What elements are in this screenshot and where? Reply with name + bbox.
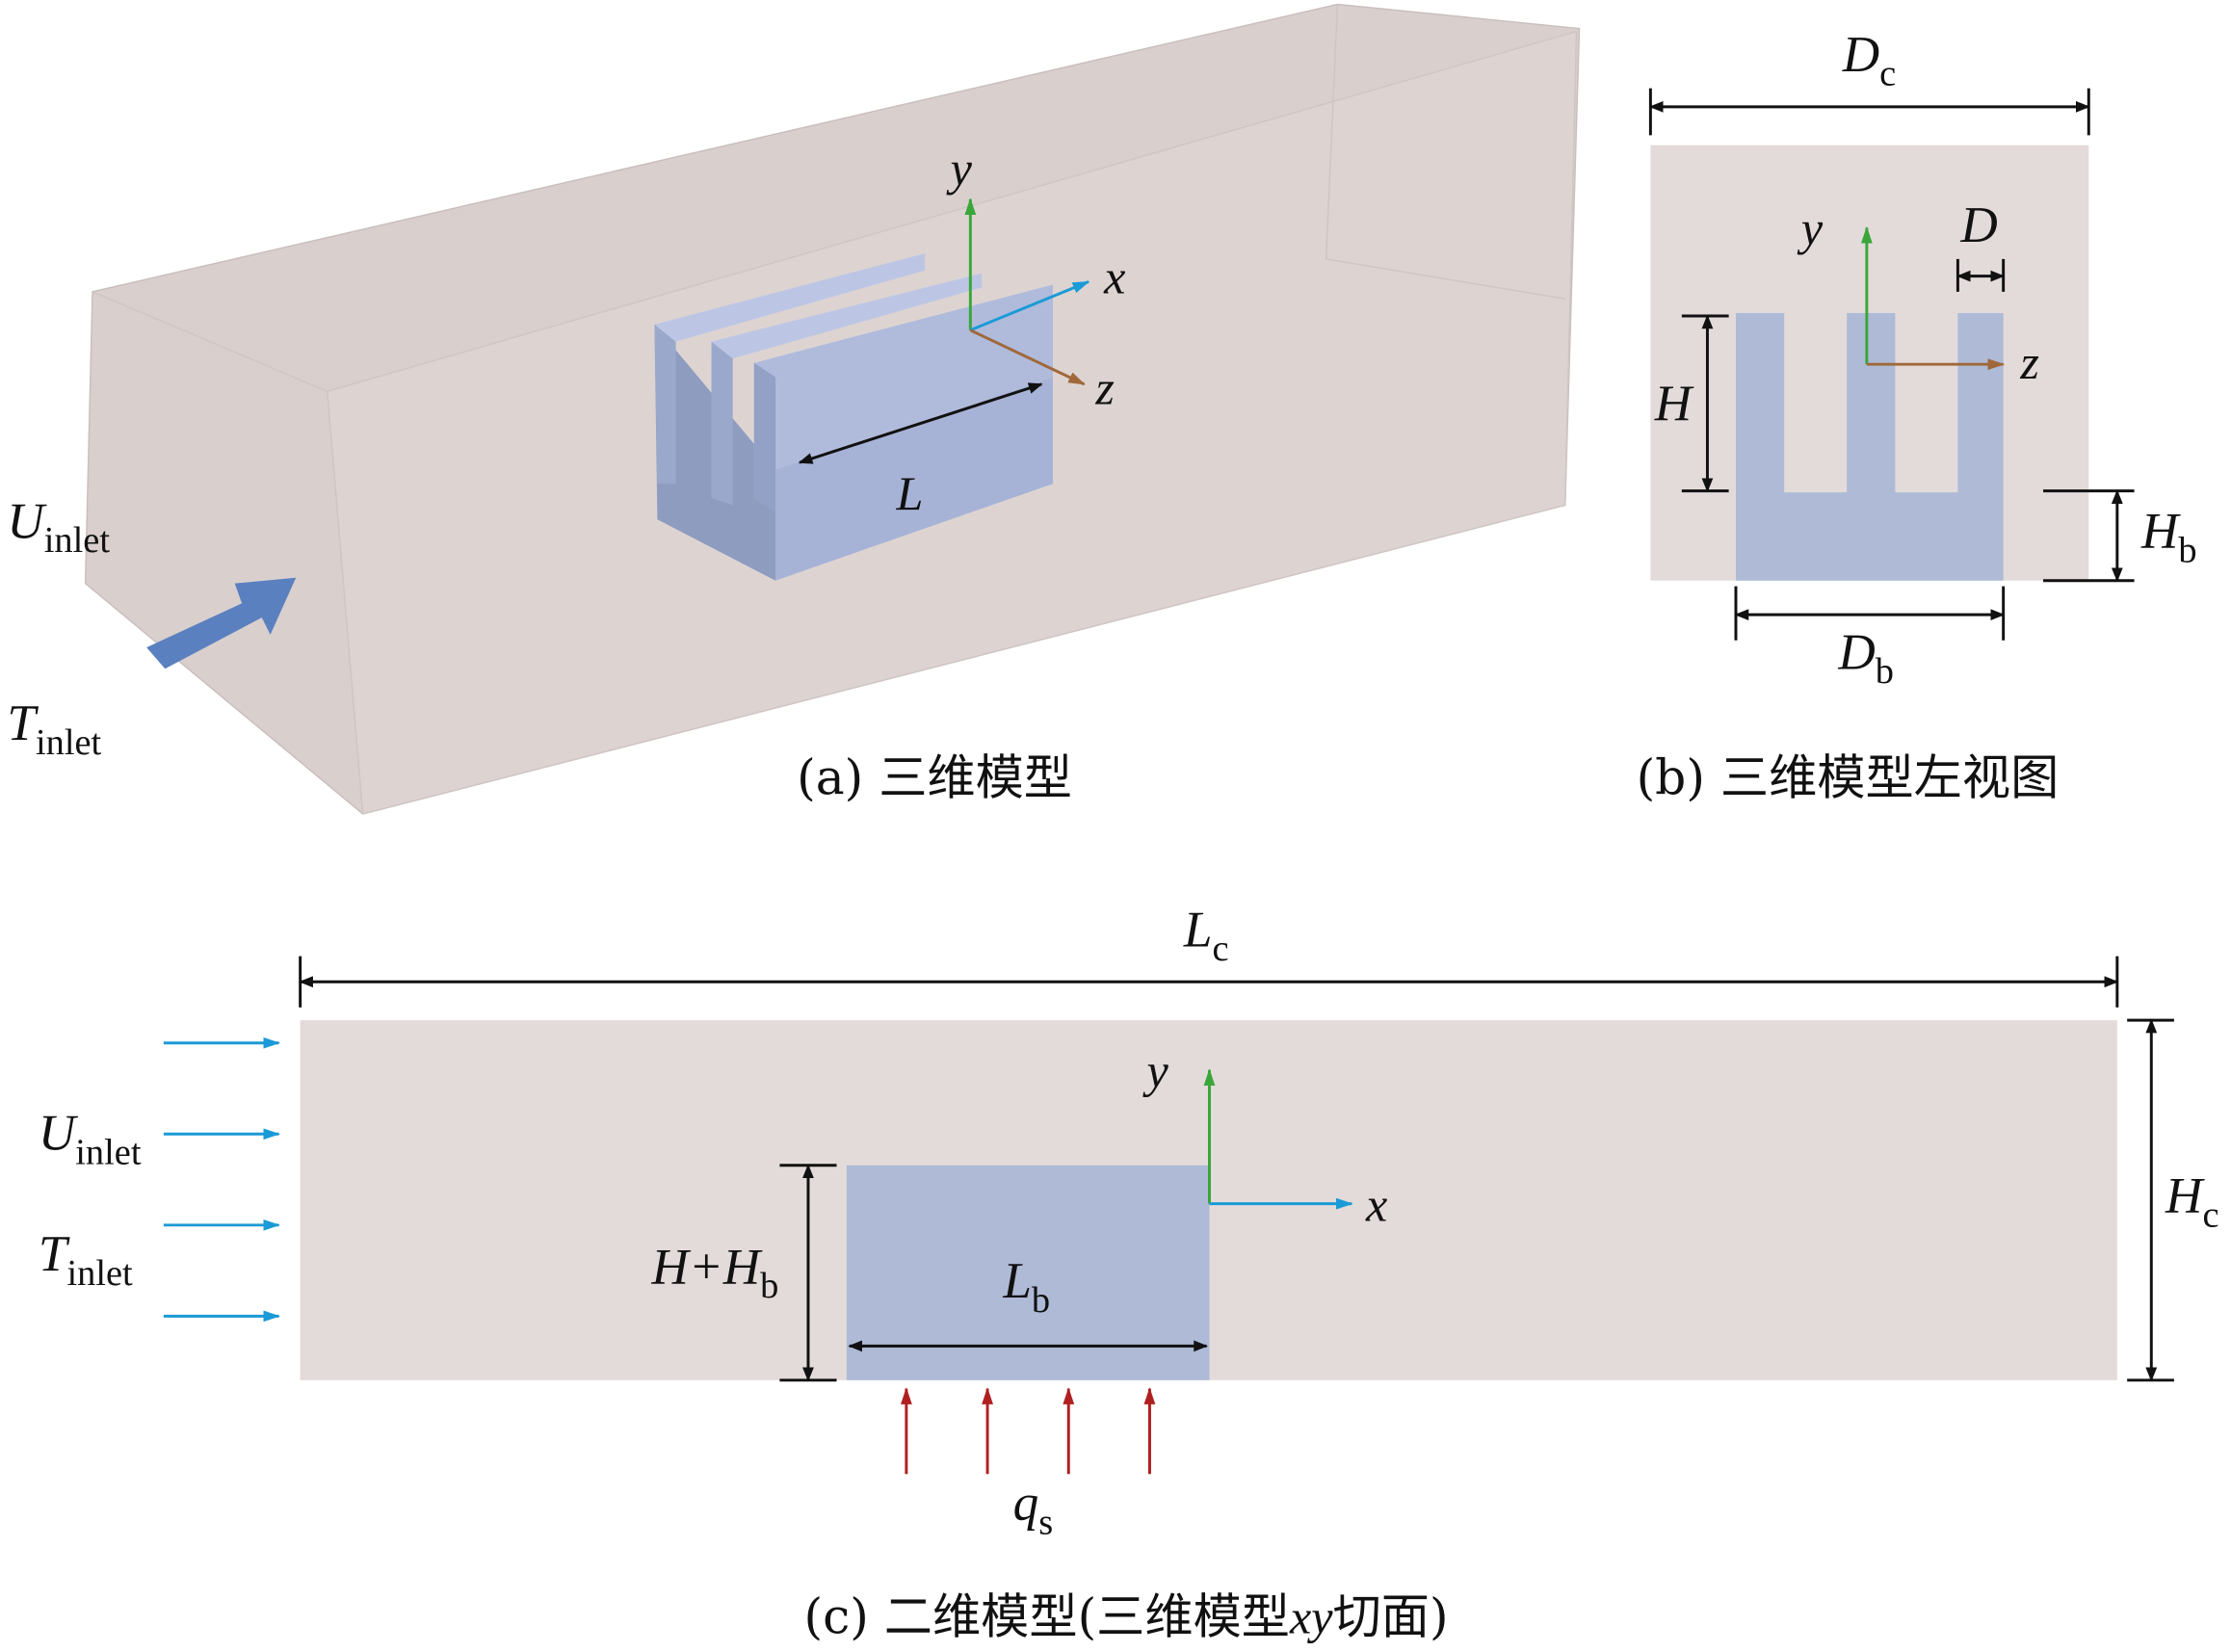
panel-a-3d-model: L y x z Uinlet Tinlet (a) 三维模型 [7,3,1581,815]
u-inlet-label: Uinlet [7,492,110,561]
db-label: Db [1837,623,1894,692]
axis-x-label: x [1365,1177,1387,1231]
axis-y-label: y [946,142,973,196]
heat-sink-profile [1735,313,2004,581]
axis-y-label: y [1797,201,1824,255]
h-plus-hb-label: H+Hb [650,1238,778,1306]
heat-flux-arrows [900,1387,1156,1475]
lb-label: Lb [1002,1252,1050,1321]
edge [1325,4,1339,259]
dc-label: Dc [1842,26,1896,94]
axis-z-label: z [2019,335,2039,389]
h-label: H [1654,375,1694,432]
axis-x-arrow [969,280,1090,332]
qs-label: qs [1013,1475,1054,1543]
caption-a: (a) 三维模型 [797,748,1072,805]
caption-b: (b) 三维模型左视图 [1637,748,2060,805]
axis-z-label: z [1094,361,1115,415]
inlet-arrow [146,577,297,669]
inlet-flow-arrows [163,1036,280,1323]
axis-z-arrow [969,328,1086,386]
hb-label: Hb [2140,503,2197,571]
lc-label: Lc [1183,901,1229,969]
length-l-dimension [798,382,1043,464]
panel-b-side-view: Dc D H Hb Db y z (b) 三维模型左视图 [1637,26,2197,805]
caption-c: (c) 二维模型(三维模型xy切面) [804,1588,1449,1645]
label-l: L [896,466,924,520]
hc-label: Hc [2165,1167,2218,1236]
edge [1325,258,1565,300]
d-label: D [1959,197,1997,253]
u-inlet-label: Uinlet [39,1105,142,1173]
t-inlet-label: Tinlet [7,695,101,763]
panel-c-2d-model: Lc Hc H+Hb Lb y x Uinlet Tinlet qs (c) 二… [39,901,2219,1644]
edge [92,291,328,392]
axis-y-label: y [1142,1044,1168,1098]
t-inlet-label: Tinlet [39,1225,133,1294]
axis-x-label: x [1103,249,1125,303]
